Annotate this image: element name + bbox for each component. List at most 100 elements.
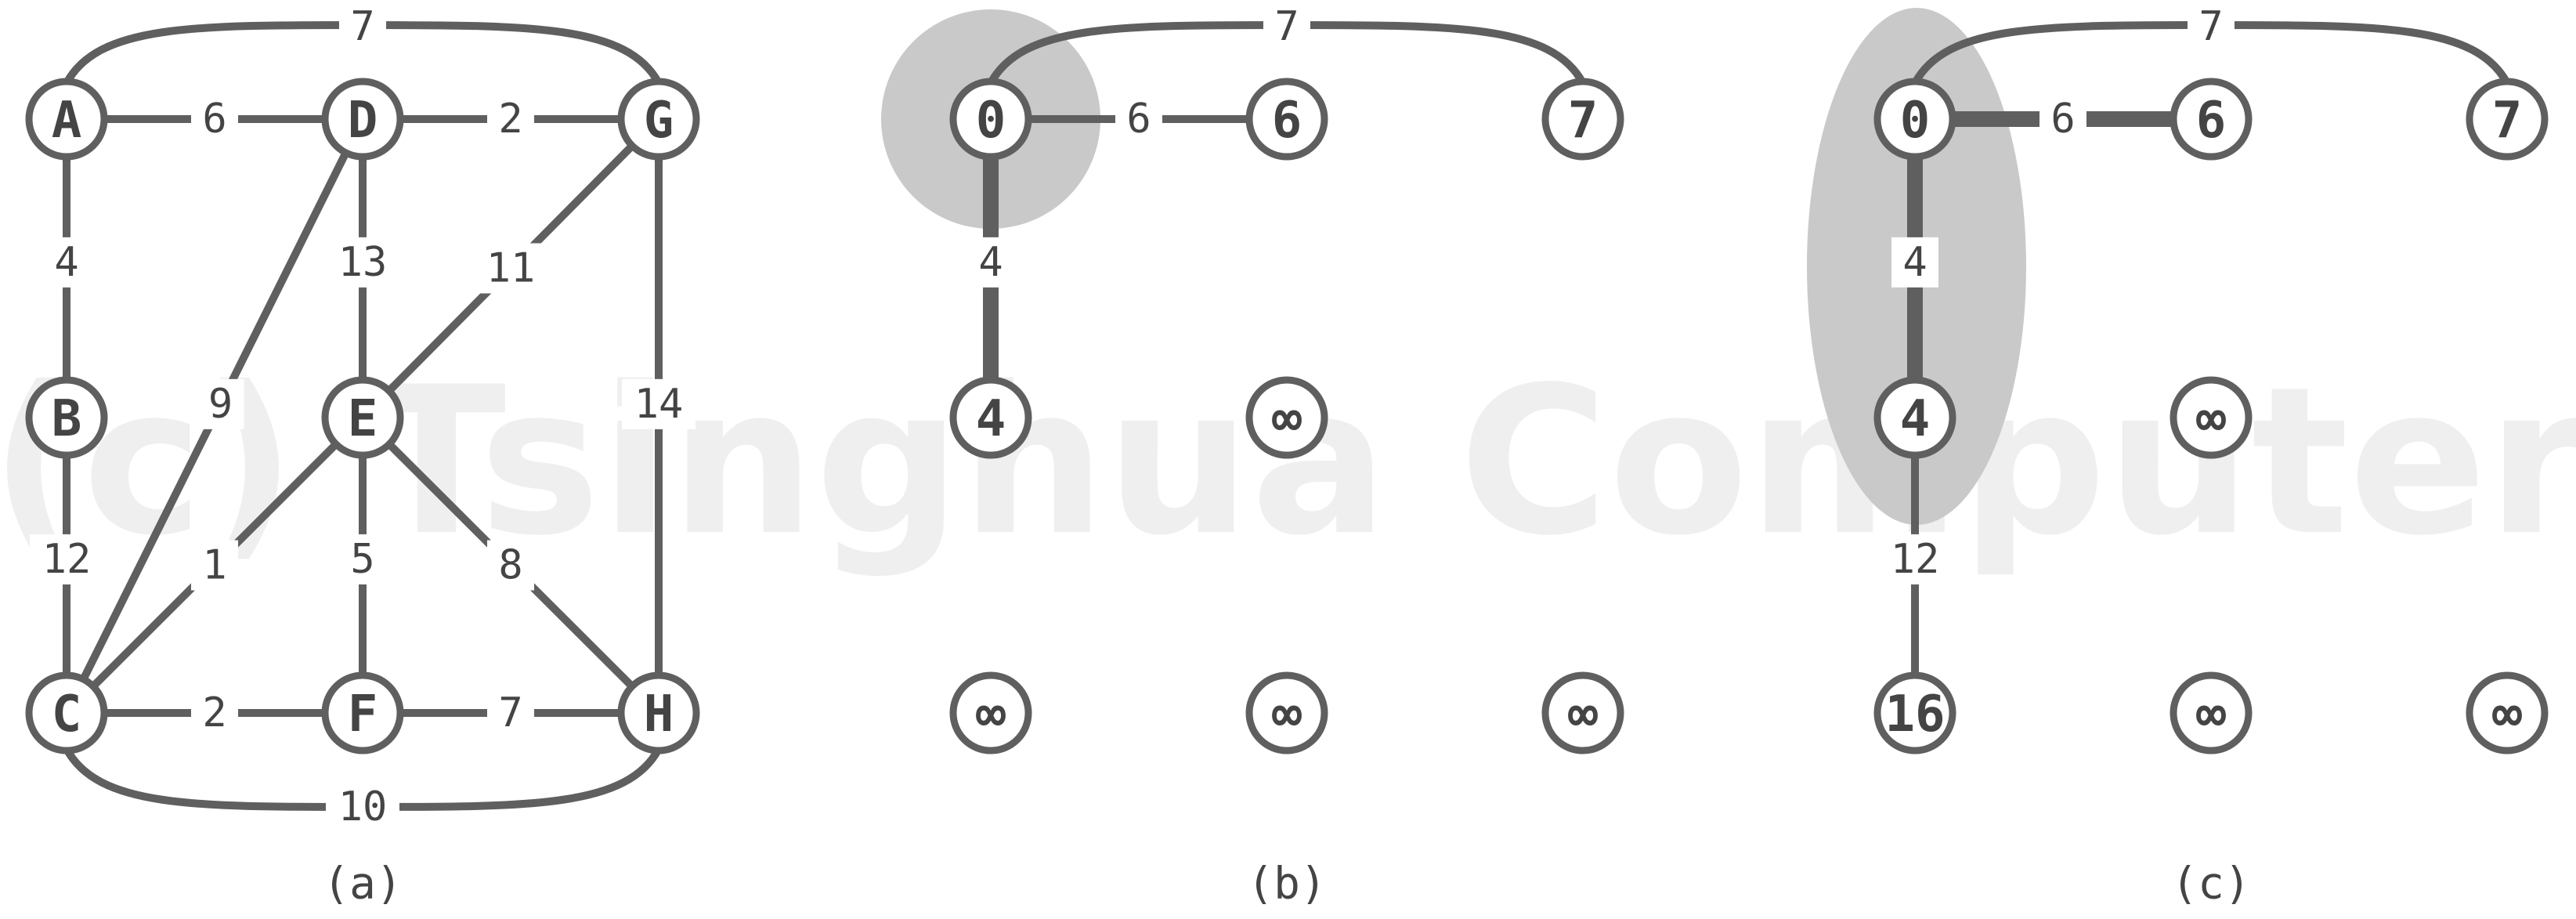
edge-weight-D-C: 9 [208,381,233,428]
node-F-label: F [348,686,378,744]
node-A-label: 0 [1900,92,1931,150]
node-G-label: G [644,92,674,150]
node-F-label: ∞ [2196,686,2227,744]
edge-weight-A-G: 7 [350,3,374,50]
edge-weight-E-H: 8 [498,542,522,589]
edge-weight-bg [1263,2,1310,52]
edge-weight-bg [967,237,1014,288]
node-A-circle [25,78,108,161]
node-E-circle [1245,376,1328,459]
edge-weight-bg [339,2,386,52]
node-E-circle [2170,376,2253,459]
node-B-label: 4 [976,390,1006,448]
edge-weight-bg [191,688,238,738]
edge-weight-bg [487,688,534,738]
node-D-label: 6 [1272,92,1302,150]
node-H-label: ∞ [1568,686,1599,744]
node-G-circle [1541,78,1624,161]
node-B-circle [1873,376,1956,459]
edge-weight-bg [622,378,695,429]
panel-b: 7 6 4 0 6 7 4 ∞ ∞ ∞ ∞ (b) [949,2,1624,910]
edge-weight-G-E: 11 [486,245,536,292]
edge-weight-E-C: 1 [202,542,226,589]
node-E-label: ∞ [2196,390,2227,448]
node-H-label: H [644,686,674,744]
node-F-circle [1245,671,1328,754]
edge-weight-bg [487,540,534,591]
edge-weight-C-F: 2 [202,689,226,736]
node-A-circle [949,78,1032,161]
node-H-circle [617,671,700,754]
node-B-circle [25,376,108,459]
edge-weight-D-G: 2 [498,96,522,143]
node-C-circle [949,671,1032,754]
edge-weight-bg [339,534,386,584]
node-D-circle [2170,78,2253,161]
panel-caption-a: (a) [323,859,402,910]
edge-weight-A-G: 7 [2198,3,2223,50]
panels-layer: 7 6 2 4 13 11 9 14 12 1 5 8 2 7 10 A D G B E C F H (a) 7 6 4 0 6 7 4 ∞ ∞… [25,2,2549,910]
edge-weight-bg [2039,94,2086,144]
node-F-label: ∞ [1272,686,1302,744]
edge-weight-B-C: 12 [1891,536,1940,583]
edge-weight-A-G: 7 [1274,3,1299,50]
edge-weight-bg [1115,94,1162,144]
node-A-label: A [52,92,82,150]
node-D-circle [1245,78,1328,161]
edge-weight-bg [191,540,238,591]
edge-weight-bg [191,94,238,144]
edge-weight-A-D: 6 [202,96,226,143]
node-D-label: 6 [2196,92,2227,150]
node-D-circle [321,78,404,161]
edge-weight-A-B: 4 [54,239,78,286]
node-E-circle [321,376,404,459]
edge-weight-F-H: 7 [498,689,522,736]
edge-weight-bg [487,94,534,144]
node-C-label: ∞ [976,686,1006,744]
edge-weight-A-B: 4 [978,239,1003,286]
node-D-label: D [348,92,378,150]
edge-weight-bg [43,237,90,288]
node-H-circle [2466,671,2549,754]
node-B-label: 4 [1900,390,1931,448]
edge-weight-bg [326,237,399,288]
panel-caption-b: (b) [1247,859,1326,910]
node-E-label: E [348,390,378,448]
edge-weight-A-D: 6 [2050,96,2075,143]
panel-c: 7 6 4 12 0 6 7 4 ∞ 16 ∞ ∞ (c) [1873,2,2549,910]
node-G-label: 7 [1568,92,1599,150]
edge-weight-bg [474,243,547,294]
node-C-circle [1873,671,1956,754]
edge-weight-bg [1878,534,1952,584]
node-H-label: ∞ [2492,686,2523,744]
node-F-circle [321,671,404,754]
node-E-label: ∞ [1272,390,1302,448]
node-B-label: B [52,390,82,448]
edge-weight-bg [326,782,399,832]
edge-weight-G-H: 14 [634,381,684,428]
node-G-circle [617,78,700,161]
edge-weight-B-C: 12 [42,536,92,583]
edge-weight-E-F: 5 [350,536,374,583]
node-B-circle [949,376,1032,459]
node-A-circle [1873,78,1956,161]
node-H-circle [1541,671,1624,754]
edge-weight-D-E: 13 [338,239,388,286]
node-C-circle [25,671,108,754]
node-G-label: 7 [2492,92,2523,150]
edge-weight-bg [1891,237,1938,288]
panel-a: 7 6 2 4 13 11 9 14 12 1 5 8 2 7 10 A D G B E C F H (a) [25,2,700,910]
node-A-label: 0 [976,92,1006,150]
edge-weight-bg [2188,2,2235,52]
edge-weight-bg [30,534,103,584]
node-C-label: 16 [1884,686,1945,744]
node-F-circle [2170,671,2253,754]
node-C-label: C [52,686,82,744]
edge-weight-C-H: 10 [338,783,388,830]
node-G-circle [2466,78,2549,161]
edge-weight-A-D: 6 [1126,96,1151,143]
edge-weight-A-B: 4 [1902,239,1927,286]
panel-caption-c: (c) [2171,859,2250,910]
edge-weight-bg [197,378,244,429]
